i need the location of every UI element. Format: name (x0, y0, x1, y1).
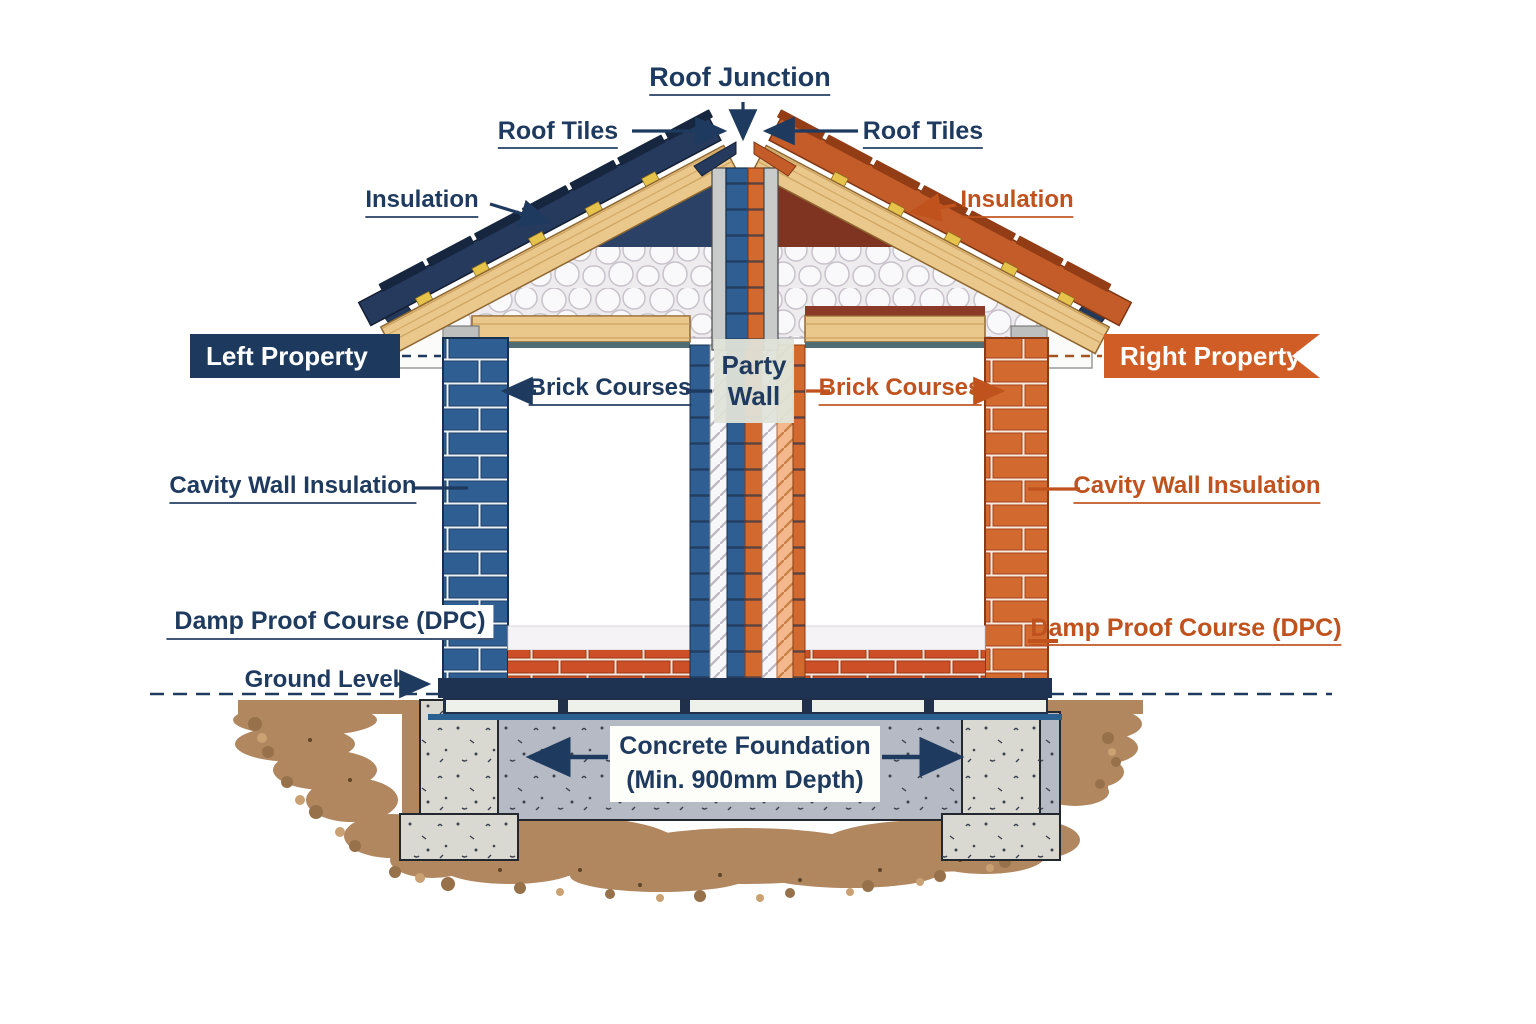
ground-level-label: Ground Level (244, 666, 400, 693)
left-property-banner: Left Property (190, 334, 400, 378)
left-property-text: Left Property (206, 340, 368, 371)
roof-tiles-left-label: Roof Tiles (497, 117, 619, 149)
roof-junction-label: Roof Junction (649, 62, 831, 97)
party-wall-line1: Party (721, 350, 787, 380)
party-wall-chimney (693, 141, 797, 351)
brick-courses-right-label: Brick Courses (818, 374, 982, 406)
insulation-left-arrow (489, 199, 553, 228)
cavity-wall-insulation-left-label: Cavity Wall Insulation (169, 472, 417, 504)
concrete-foundation-label: Concrete Foundation (Min. 900mm Depth) (610, 726, 880, 802)
floor-band-left (507, 625, 691, 680)
dpc-band (438, 678, 1052, 698)
party-wall-label: Party Wall (714, 339, 794, 423)
floor-band-right (804, 625, 986, 680)
ceiling-joist-right (804, 306, 986, 348)
foundation-top-line (428, 714, 1062, 720)
brick-courses-left-label: Brick Courses (528, 374, 692, 406)
roof-tiles-right-label: Roof Tiles (862, 117, 984, 149)
foundation-line2: (Min. 900mm Depth) (626, 766, 864, 794)
dpc-right-label: Damp Proof Course (DPC) (1030, 614, 1342, 646)
party-wall-line2: Wall (727, 381, 781, 411)
insulation-right-label: Insulation (960, 186, 1074, 218)
insulation-left-label: Insulation (365, 186, 479, 218)
cavity-wall-insulation-right-label: Cavity Wall Insulation (1073, 472, 1321, 504)
right-property-text: Right Property (1120, 340, 1301, 371)
ridge-cap-left (693, 141, 737, 177)
ridge-cap-right (753, 141, 797, 177)
foundation-line1: Concrete Foundation (619, 732, 871, 761)
right-property-banner: Right Property (1104, 334, 1320, 378)
insulation-right-arrow (908, 193, 957, 222)
ceiling-joist-left (471, 315, 691, 348)
block-course (443, 698, 1048, 714)
dpc-left-label: Damp Proof Course (DPC) (166, 605, 494, 640)
